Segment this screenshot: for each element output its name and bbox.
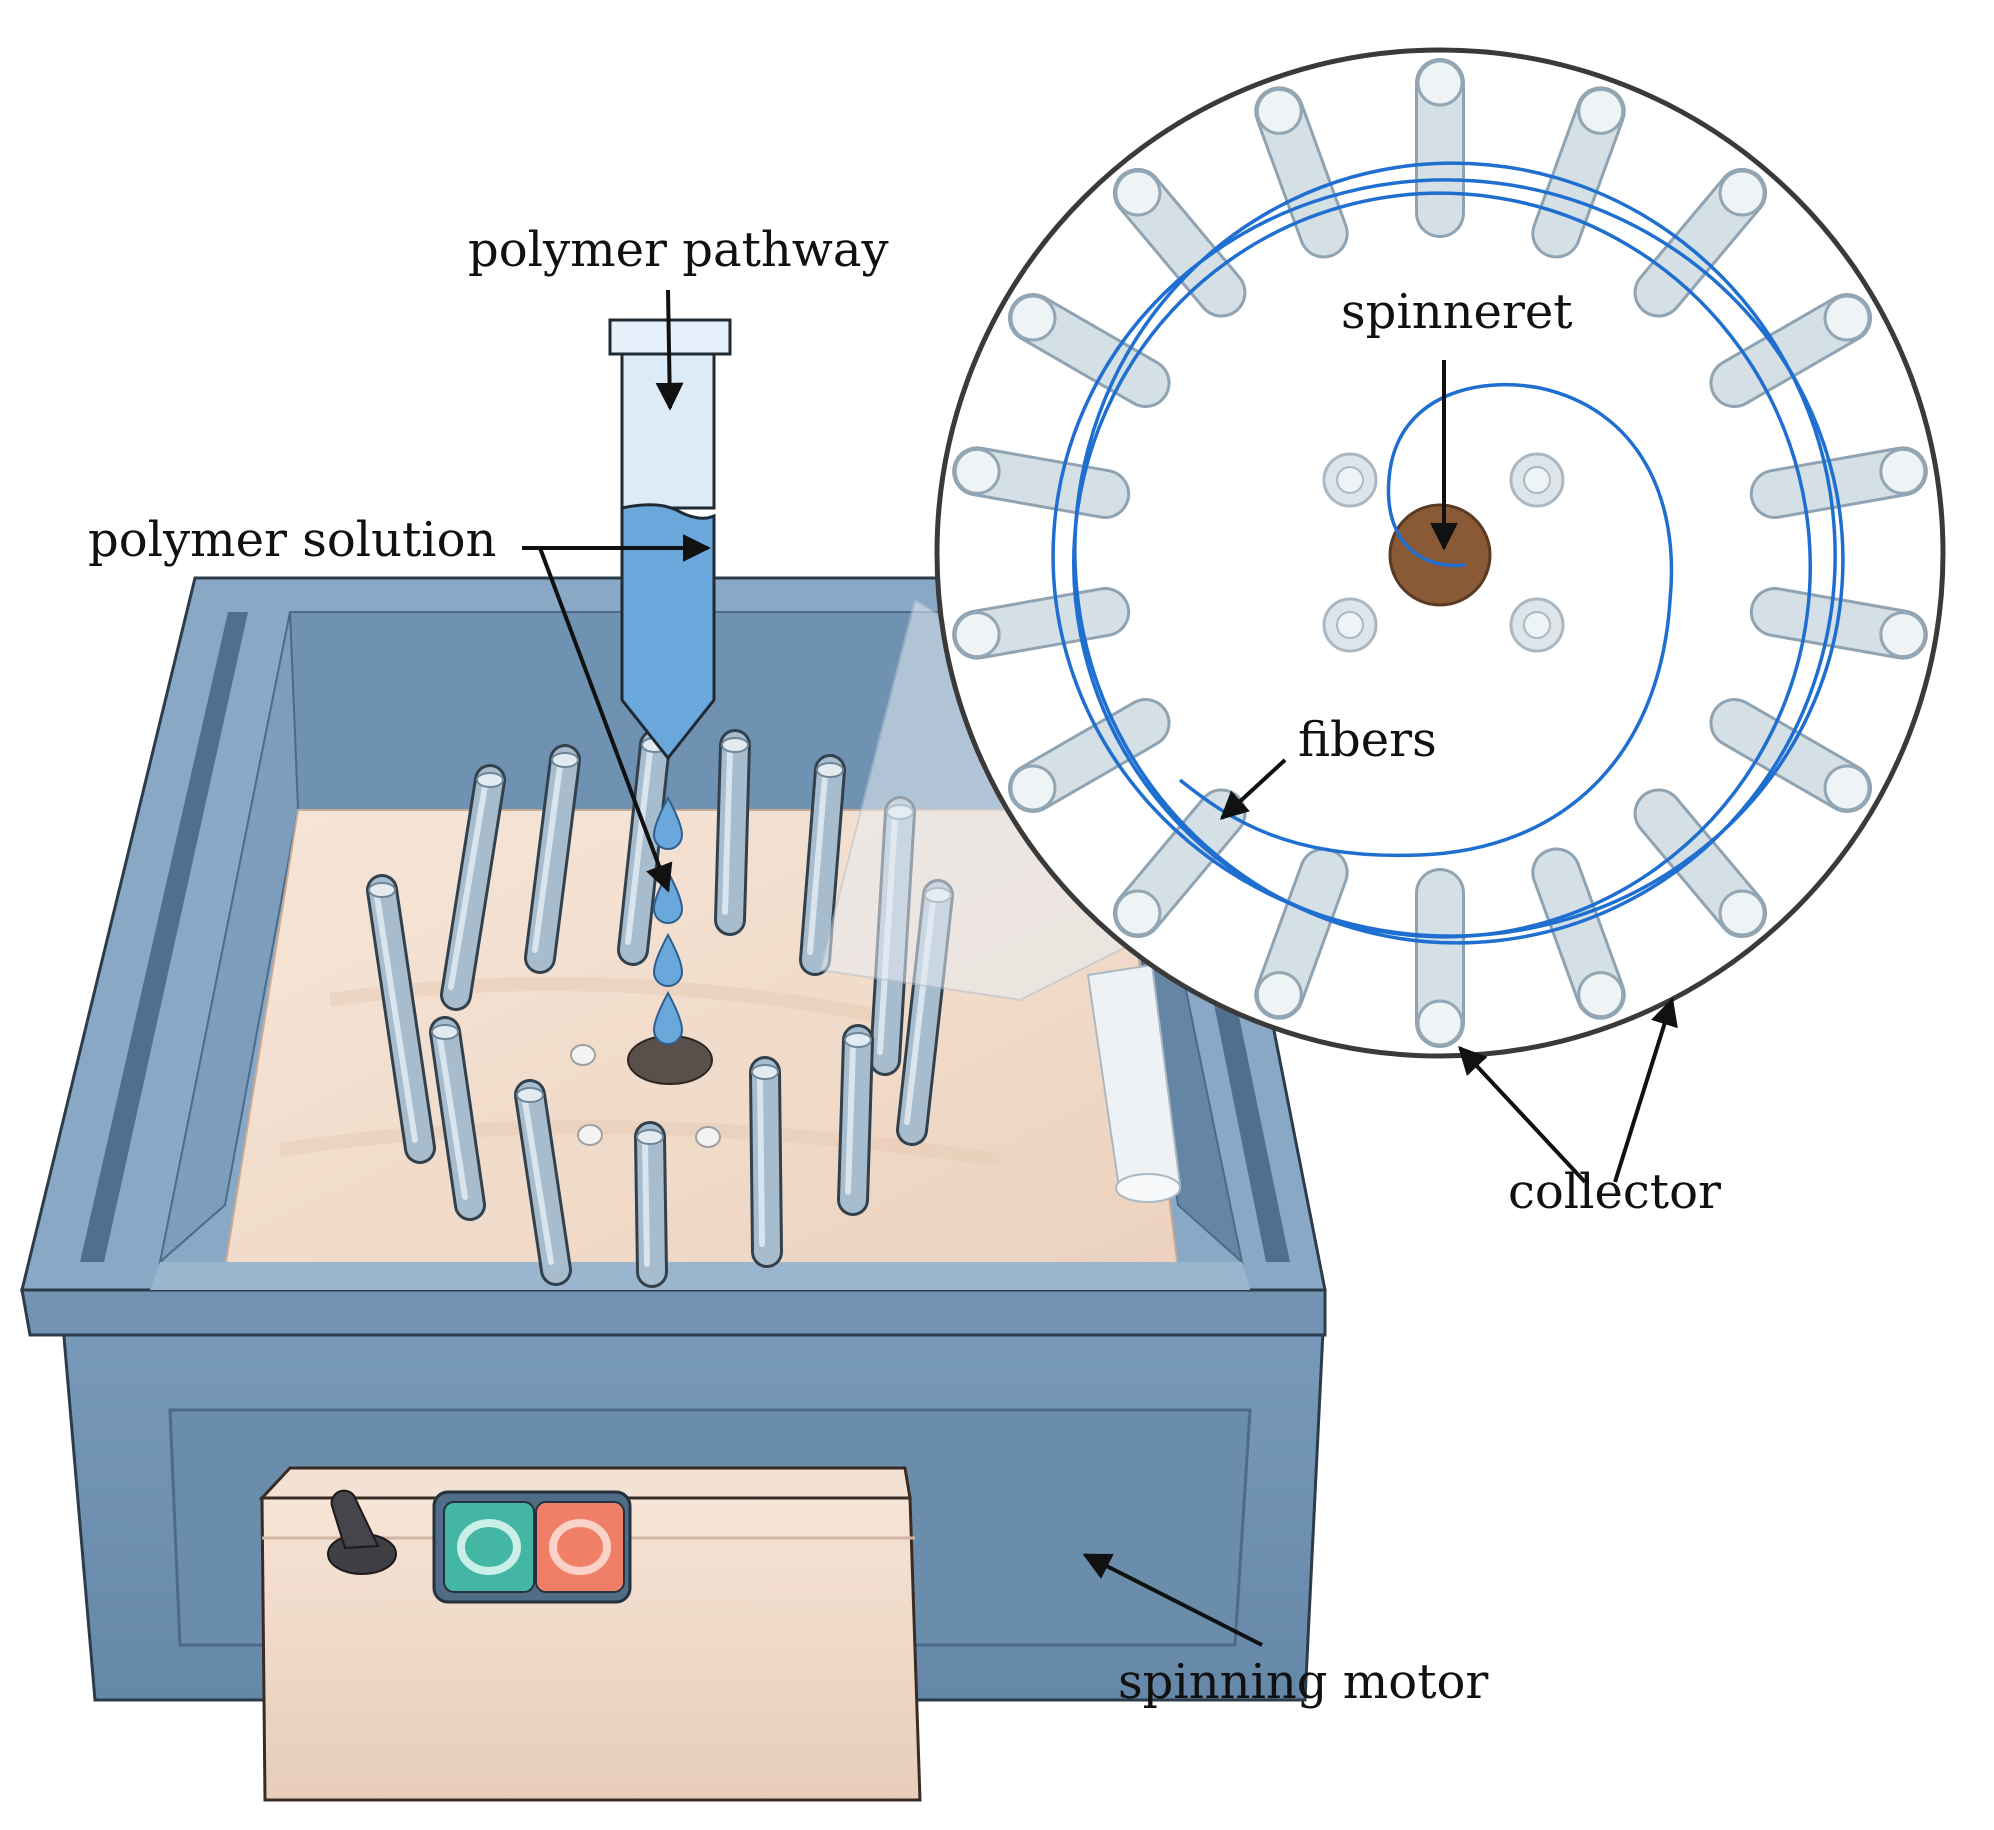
droplet — [652, 869, 684, 924]
collector-rod — [837, 1024, 874, 1216]
zoom-circle — [934, 47, 1946, 1059]
arrow-collector-left — [1458, 1045, 1587, 1184]
fibers — [1051, 161, 1845, 945]
label-polymer-solution: polymer solution — [88, 512, 496, 568]
zoomed-collector-rod — [952, 446, 1131, 519]
pin — [577, 1124, 603, 1146]
zoomed-collector-rod — [1633, 788, 1768, 939]
pin — [570, 1044, 596, 1066]
zoomed-collector-rod — [1709, 698, 1873, 813]
zoomed-collector-rod — [1709, 293, 1873, 408]
collector-rod — [514, 1079, 572, 1286]
pin — [695, 1126, 721, 1148]
collector-rod — [524, 744, 581, 974]
collector-rod — [429, 1016, 486, 1221]
droplet — [652, 795, 684, 850]
zoomed-collector-rods — [952, 58, 1928, 1048]
label-polymer-pathway: polymer pathway — [468, 222, 889, 278]
syringe-solution — [620, 503, 716, 761]
box-front-lip — [150, 1262, 1250, 1290]
motor-control-box — [258, 1466, 922, 1802]
collector-rod — [440, 764, 506, 1011]
zoomed-collector-rod — [1415, 868, 1465, 1048]
arrow-solution-to-droplet — [538, 547, 673, 893]
label-spinneret: spinneret — [1341, 284, 1573, 340]
zoomed-collector-rod — [1415, 58, 1465, 238]
motor-box-body — [260, 1496, 922, 1802]
start-button-icon[interactable] — [443, 1501, 535, 1593]
zoomed-collector-rod — [1749, 446, 1928, 519]
rim-slot-left — [80, 612, 248, 1262]
annotation-arrows — [538, 289, 1678, 1647]
toggle-switch-icon[interactable] — [327, 1489, 397, 1575]
collector-rod — [366, 874, 436, 1164]
syringe — [608, 318, 732, 761]
collector-rod — [799, 754, 846, 976]
label-spinning-motor: spinning motor — [1118, 1654, 1488, 1710]
zoomed-collector-rod — [1112, 788, 1247, 939]
label-fibers: fibers — [1298, 712, 1437, 768]
zoomed-collector-rod — [952, 587, 1131, 660]
collector-rod — [749, 1056, 783, 1268]
zoomed-pins — [1322, 452, 1565, 653]
arrow-fibers — [1219, 758, 1287, 820]
zoomed-collector-rod — [1531, 847, 1626, 1020]
stop-button-icon[interactable] — [535, 1501, 625, 1593]
zoomed-collector-rod — [1254, 847, 1349, 1020]
collector-rod — [714, 729, 751, 936]
collector-rod — [634, 1121, 668, 1288]
arrow-polymer-pathway — [655, 289, 684, 411]
box-inner-left-wall — [158, 611, 300, 1265]
droplet — [652, 990, 684, 1045]
zoomed-collector-rod — [1007, 698, 1171, 813]
arrow-collector-right — [1613, 997, 1678, 1183]
solution-droplets — [652, 795, 684, 1045]
spinneret-disc — [1388, 503, 1492, 607]
arrow-spinning-motor — [1082, 1553, 1263, 1647]
box-rim-bottom-edge — [20, 1288, 1327, 1337]
label-collector: collector — [1508, 1164, 1721, 1220]
syringe-barrel-empty — [620, 352, 716, 510]
droplet — [652, 932, 684, 987]
